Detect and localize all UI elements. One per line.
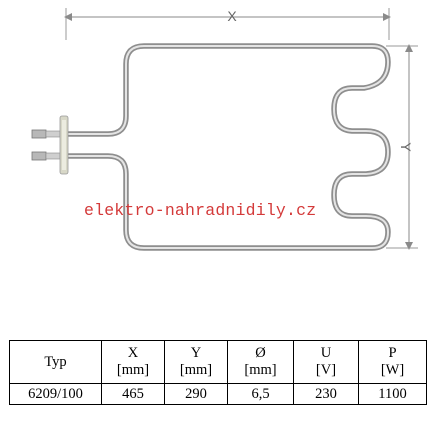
dimension-y-label: Y xyxy=(398,142,414,152)
cell-voltage: 230 xyxy=(293,383,359,405)
header-y: Y [mm] xyxy=(164,340,228,384)
cell-diameter: 6,5 xyxy=(227,383,294,405)
cell-typ: 6209/100 xyxy=(9,383,102,405)
spec-table: Typ X [mm] Y [mm] Ø [mm] U [V] P [W] 620… xyxy=(9,340,427,405)
header-diameter: Ø [mm] xyxy=(227,340,294,384)
heating-element-drawing: X Y elektro-nahradnidily.cz xyxy=(31,8,418,251)
table-row: 6209/100 465 290 6,5 230 1100 xyxy=(9,383,427,405)
dimension-x: X xyxy=(64,8,391,40)
terminal-flange xyxy=(31,115,69,175)
header-x: X [mm] xyxy=(101,340,165,384)
watermark-text: elektro-nahradnidily.cz xyxy=(84,201,317,220)
heating-tube xyxy=(57,43,391,251)
heating-element-illustration: X Y xyxy=(31,8,418,251)
dimension-x-label: X xyxy=(227,8,237,24)
header-typ: Typ xyxy=(9,340,102,384)
cell-x: 465 xyxy=(101,383,165,405)
cell-power: 1100 xyxy=(358,383,427,405)
dimension-y: Y xyxy=(386,44,418,250)
header-voltage: U [V] xyxy=(293,340,359,384)
table-header-row: Typ X [mm] Y [mm] Ø [mm] U [V] P [W] xyxy=(9,340,427,384)
header-power: P [W] xyxy=(358,340,427,384)
cell-y: 290 xyxy=(164,383,228,405)
